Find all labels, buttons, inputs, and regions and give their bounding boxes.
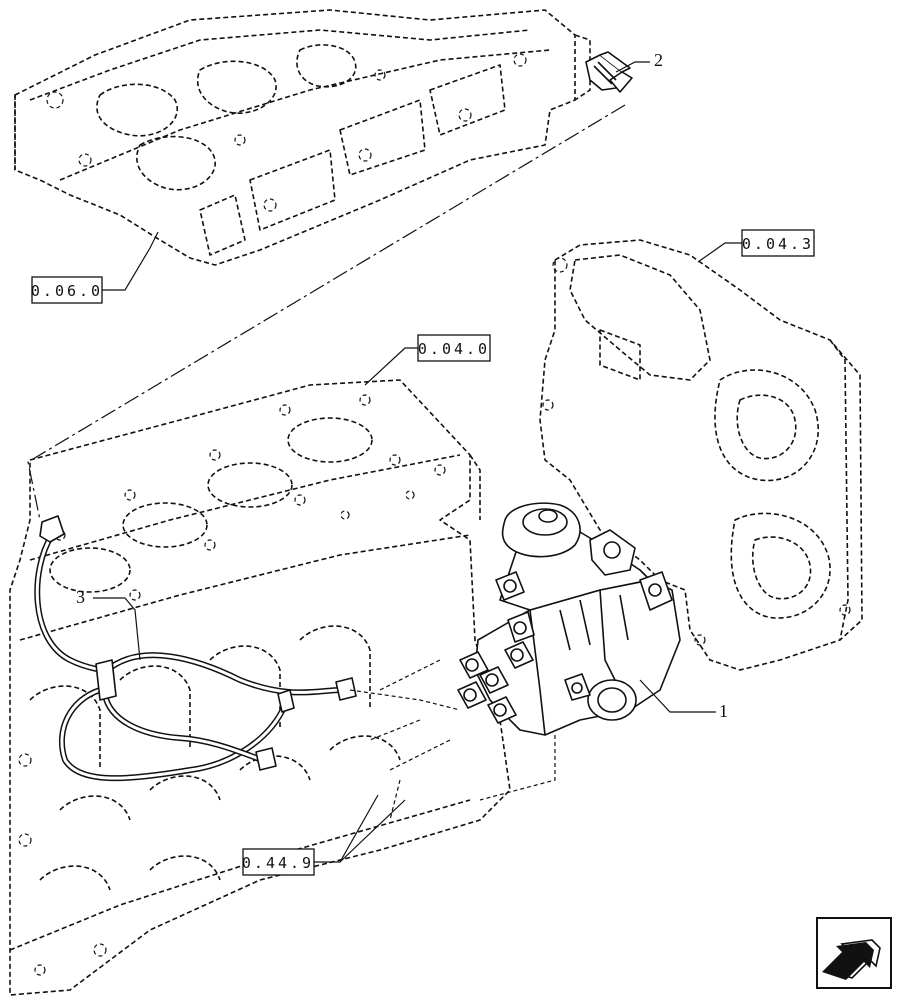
leader-head-gasket <box>364 347 418 386</box>
ref-head-gasket-label: 0.04.0 <box>418 340 490 358</box>
leader-sensor <box>615 61 650 73</box>
callout-sensor-number: 2 <box>654 50 663 70</box>
ref-timing-cover-label: 0.04.3 <box>742 235 814 253</box>
ref-timing-cover[interactable]: 0.04.3 <box>741 229 815 257</box>
wire-harness <box>34 515 461 782</box>
callout-harness-number: 3 <box>76 587 85 607</box>
cylinder-head-outline <box>14 9 591 266</box>
timing-cover-outline <box>539 239 863 671</box>
ref-engine-base-label: 0.44.9 <box>242 854 314 872</box>
leader-engine-base <box>314 794 406 863</box>
engine-block-outline <box>9 379 511 996</box>
ref-head-gasket[interactable]: 0.04.0 <box>417 334 491 362</box>
callout-pump-number: 1 <box>719 701 728 721</box>
delivery-valves <box>457 641 534 724</box>
fuel-injection-pump <box>457 502 681 736</box>
leader-pump <box>639 679 716 713</box>
temperature-sensor <box>585 51 633 93</box>
leader-timing-cover <box>697 242 742 263</box>
leader-harness <box>93 597 141 661</box>
leader-block <box>102 231 159 291</box>
next-page-arrow-icon[interactable] <box>816 917 892 989</box>
ref-engine-base[interactable]: 0.44.9 <box>242 848 315 876</box>
ref-block-label: 0.06.0 <box>31 282 103 300</box>
ref-block[interactable]: 0.06.0 <box>31 276 103 304</box>
sensor-connection-line <box>27 104 626 521</box>
